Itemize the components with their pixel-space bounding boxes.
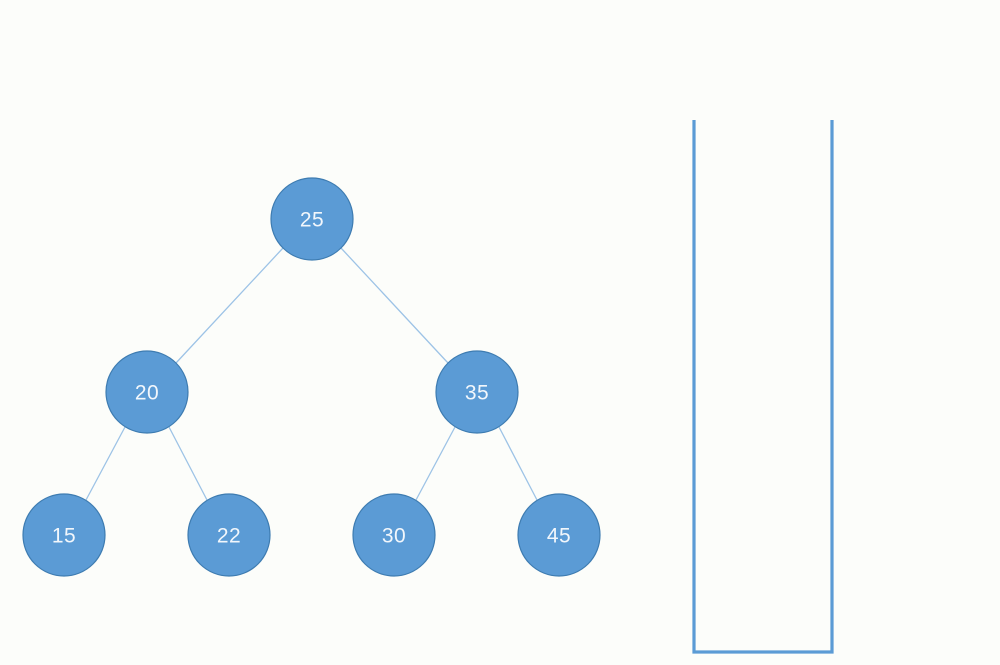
node-label-20: 20 (135, 382, 159, 405)
tree-edge-n35-to-n30 (415, 426, 456, 501)
tree-node-30[interactable]: 30 (352, 493, 436, 577)
tree-node-35[interactable]: 35 (435, 350, 519, 434)
node-circle-20 (105, 350, 189, 434)
tree-node-45[interactable]: 45 (517, 493, 601, 577)
tree-node-25[interactable]: 25 (270, 177, 354, 261)
tree-edges-group (85, 247, 538, 501)
tree-edge-n25-to-n35 (340, 247, 449, 364)
node-label-45: 45 (547, 525, 571, 548)
empty-container-shape[interactable] (692, 120, 834, 654)
node-label-25: 25 (300, 209, 324, 232)
node-label-15: 15 (52, 525, 76, 548)
tree-nodes-group: 25 20 35 15 22 30 45 (22, 177, 601, 577)
tree-edge-n25-to-n20 (175, 247, 284, 364)
tree-node-22[interactable]: 22 (187, 493, 271, 577)
node-circle-22 (187, 493, 271, 577)
node-label-35: 35 (465, 382, 489, 405)
node-circle-45 (517, 493, 601, 577)
node-label-30: 30 (382, 525, 406, 548)
tree-edge-n20-to-n22 (168, 426, 208, 501)
node-circle-25 (270, 177, 354, 261)
node-circle-30 (352, 493, 436, 577)
container-group (692, 120, 834, 654)
tree-node-20[interactable]: 20 (105, 350, 189, 434)
node-label-22: 22 (217, 525, 241, 548)
node-circle-35 (435, 350, 519, 434)
tree-node-15[interactable]: 15 (22, 493, 106, 577)
tree-edge-n20-to-n15 (85, 426, 126, 501)
tree-edge-n35-to-n45 (498, 426, 538, 501)
node-circle-15 (22, 493, 106, 577)
